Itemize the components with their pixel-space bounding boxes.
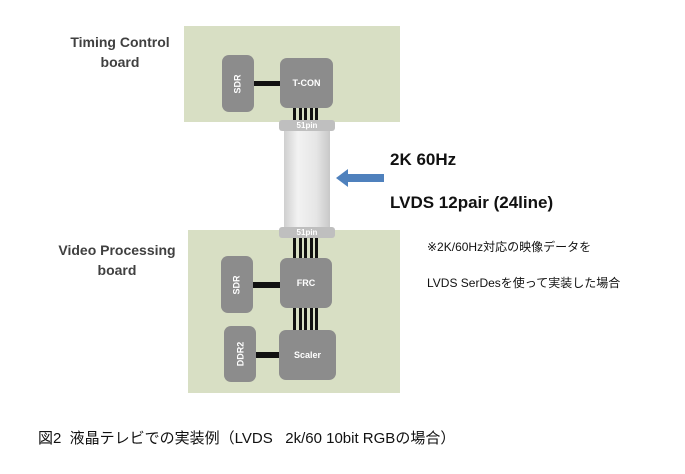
board-title-line1: Video Processing: [58, 242, 176, 258]
note-line2: LVDS SerDesを使って実装した場合: [427, 276, 621, 290]
frc-chip: FRC: [280, 258, 332, 308]
signal-lines: LVDS 12pair (24line): [390, 193, 554, 212]
tcon-chip: T-CON: [280, 58, 333, 108]
pins: [293, 238, 318, 258]
wire: [256, 352, 280, 358]
connector-bottom: 51pin: [279, 227, 335, 238]
chip-label: T-CON: [292, 78, 321, 88]
video-processing-board-label: Video Processing board: [42, 240, 192, 280]
sdr-chip-top: SDR: [222, 55, 254, 112]
chip-label: FRC: [296, 278, 316, 288]
ddr2-chip: DDR2: [224, 326, 256, 382]
connector-top: 51pin: [279, 120, 335, 131]
chip-label: SDR: [232, 73, 243, 94]
arrow-left-icon: [336, 169, 384, 187]
wire: [253, 282, 280, 288]
pins: [293, 308, 318, 330]
signal-rate: 2K 60Hz: [390, 150, 457, 169]
board-title-line2: board: [97, 262, 137, 278]
scaler-chip: Scaler: [279, 330, 336, 380]
figure-caption: 図2 液晶テレビでの実装例（LVDS 2k/60 10bit RGBの場合）: [38, 430, 456, 447]
chip-label: Scaler: [293, 350, 322, 360]
note-line1: ※2K/60Hz対応の映像データを: [427, 240, 592, 254]
pins: [293, 108, 318, 121]
ribbon-cable: [284, 131, 330, 228]
chip-label: SDR: [231, 274, 242, 295]
chip-label: DDR2: [234, 341, 245, 367]
sdr-chip-bottom: SDR: [221, 256, 253, 313]
board-title-line2: board: [100, 54, 140, 70]
wire: [254, 81, 280, 86]
timing-control-board-label: Timing Control board: [55, 32, 185, 72]
board-title-line1: Timing Control: [70, 34, 170, 50]
